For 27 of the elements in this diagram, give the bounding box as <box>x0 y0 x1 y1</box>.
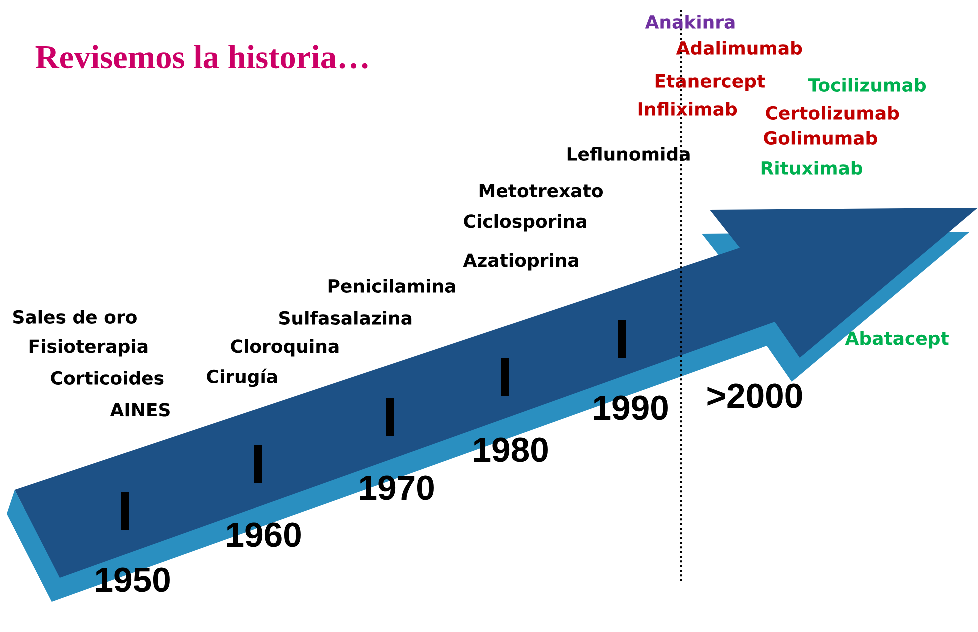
treatment-label: Ciclosporina <box>464 214 586 232</box>
treatment-label: Golimumab <box>764 131 878 145</box>
treatment-label: Metotrexato <box>480 184 603 198</box>
treatment-label: Sulfasalazina <box>280 311 412 325</box>
treatment-label: Corticoides <box>51 371 164 385</box>
treatment-label: Sales de oro <box>14 310 137 324</box>
treatment-label: Abatacept <box>845 331 949 349</box>
treatment-label: Cirugía <box>207 368 278 388</box>
year-label: 1980 <box>474 438 548 462</box>
treatment-label: Leflunomida <box>568 147 690 161</box>
year-label: >2000 <box>708 384 802 408</box>
year-label: 1960 <box>227 522 301 548</box>
treatment-label: Certolizumab <box>766 106 900 120</box>
year-label: 1990 <box>594 396 668 420</box>
treatment-label: Etanercept <box>656 74 766 92</box>
treatment-label: Tocilizumab <box>808 78 926 92</box>
year-label: 1970 <box>360 476 434 500</box>
treatment-label: AINES <box>110 403 170 417</box>
treatment-label: Fisioterapia <box>30 339 148 357</box>
treatment-label: Adalimumab <box>676 41 802 55</box>
treatment-label: Anakinra <box>645 15 735 29</box>
treatment-label: Infliximab <box>638 102 738 116</box>
treatment-label: Cloroquina <box>231 339 339 357</box>
treatment-label: Penicilamina <box>328 279 456 293</box>
treatment-label: Rituximab <box>762 161 862 175</box>
treatment-label: Azatioprina <box>463 253 578 271</box>
title: Revisemos la historia… <box>36 45 368 69</box>
